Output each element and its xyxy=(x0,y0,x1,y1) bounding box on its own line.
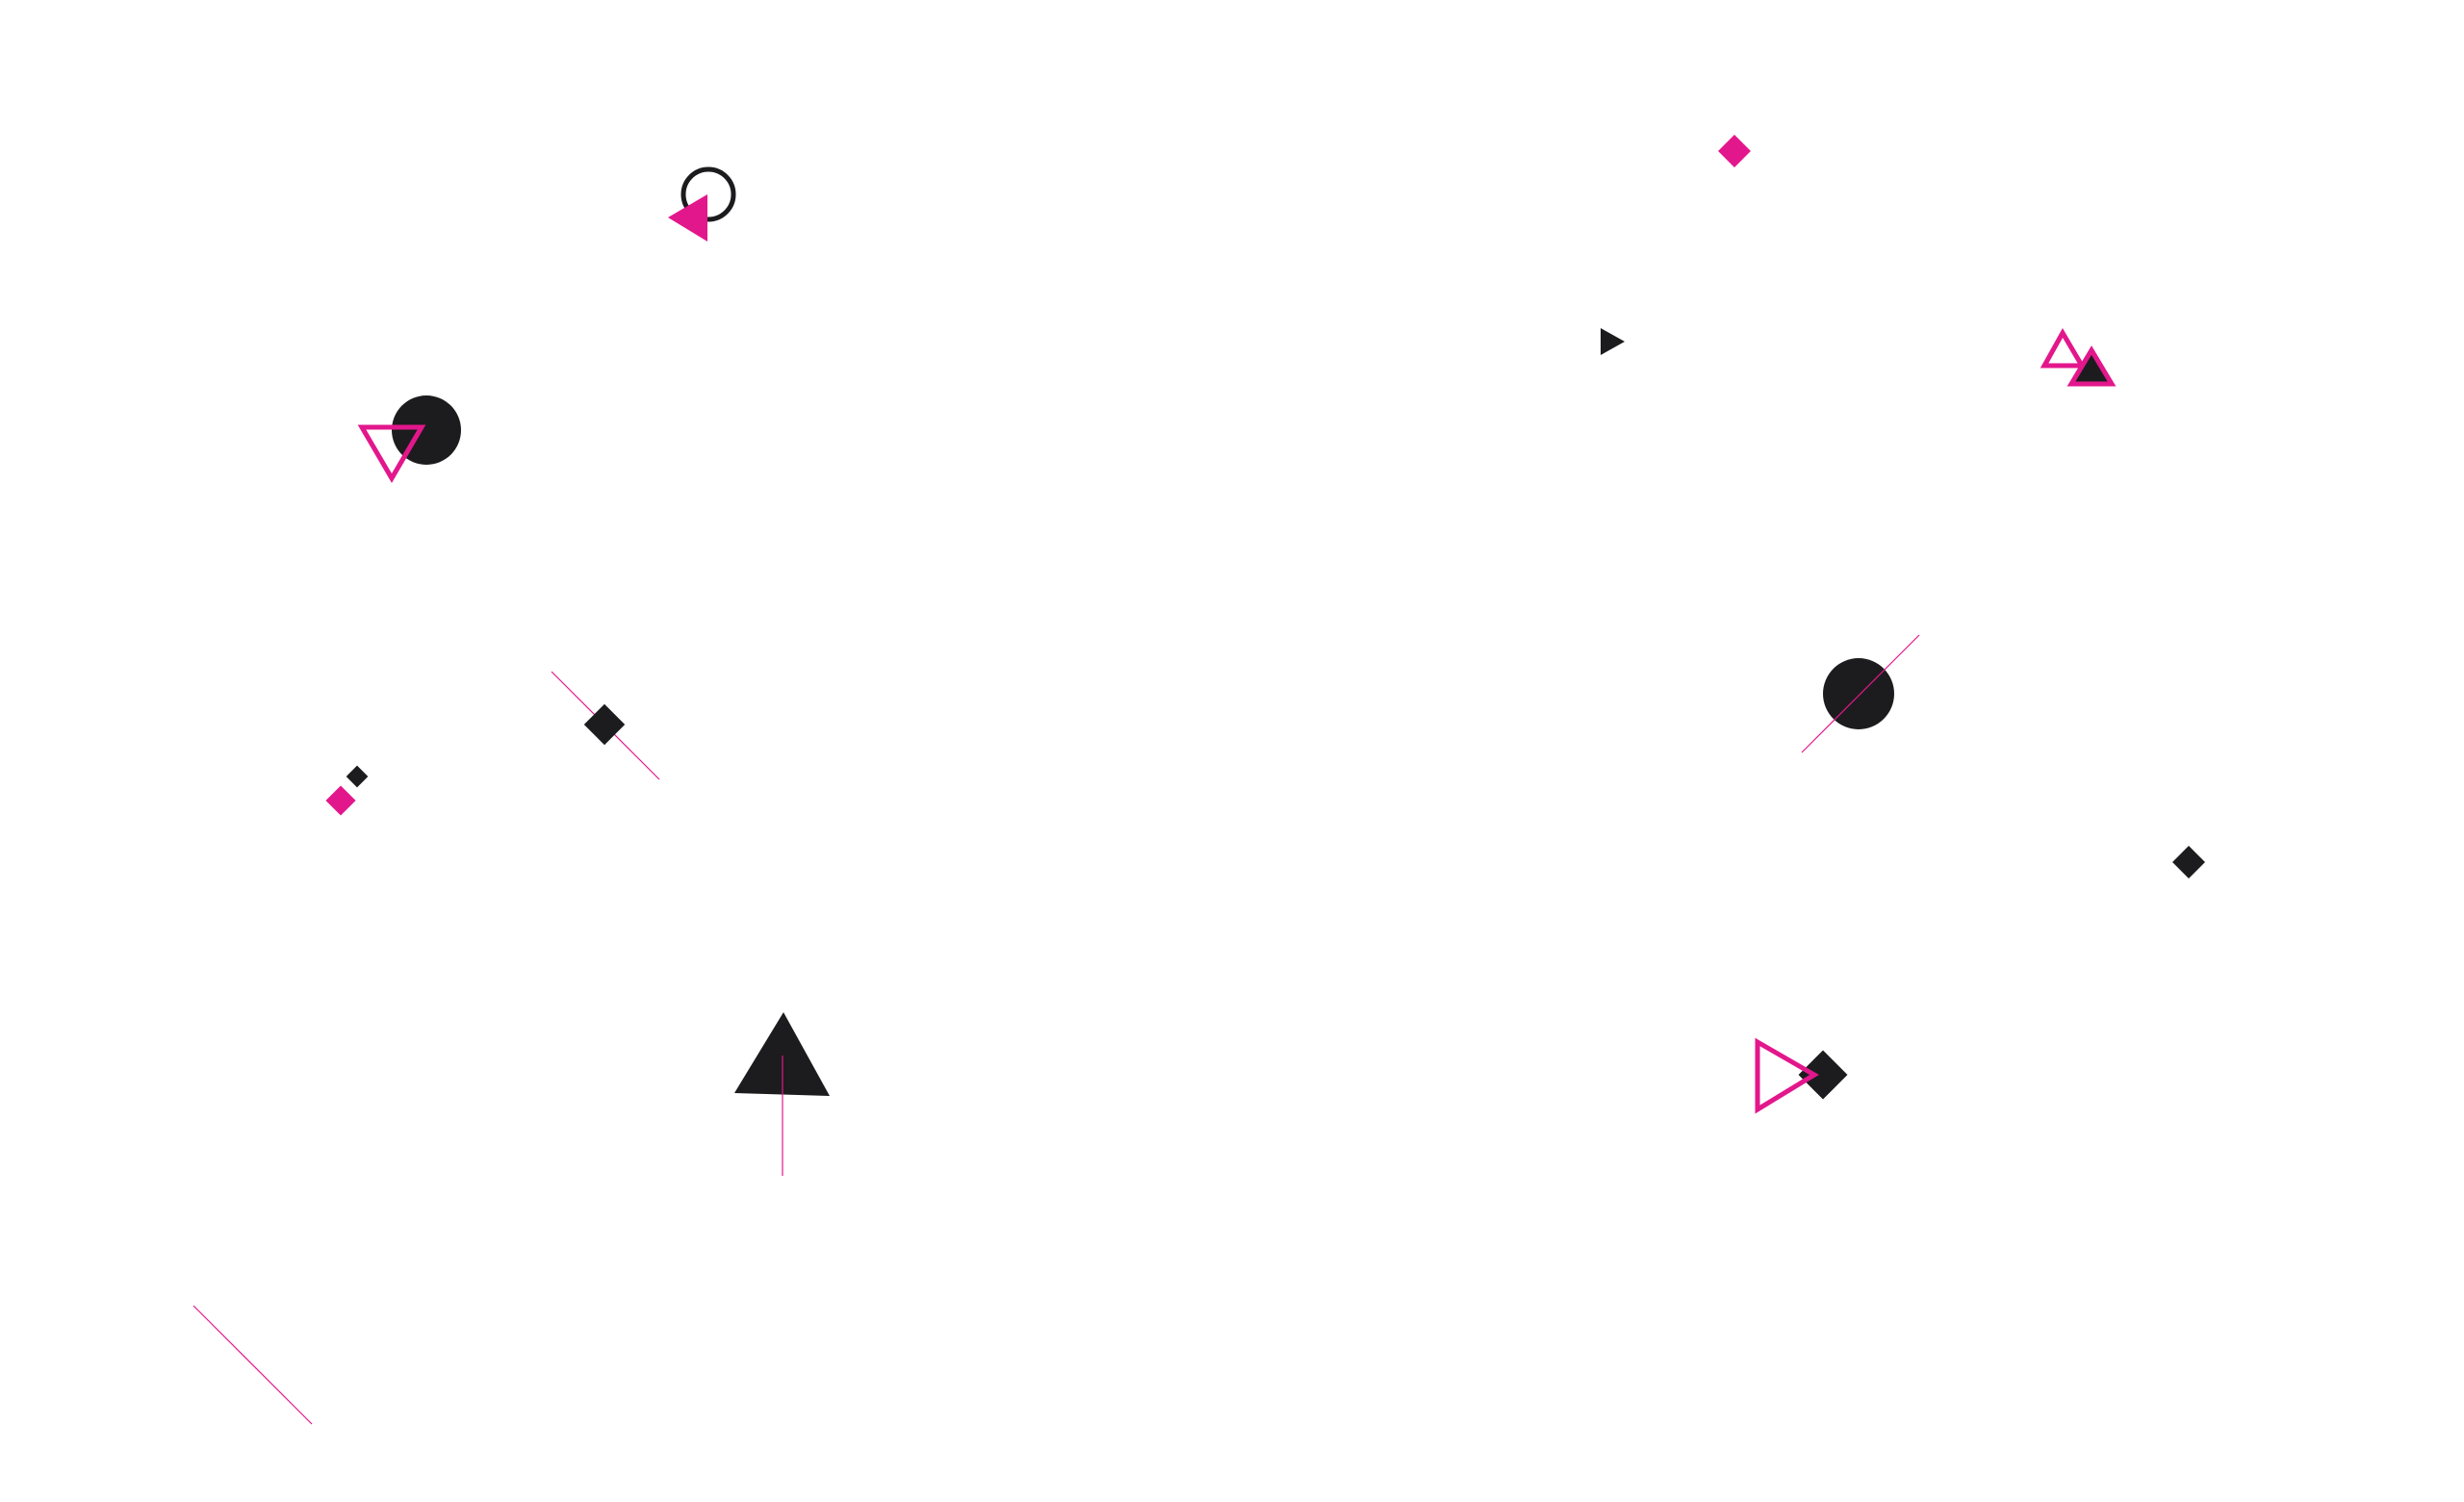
tall-triangle-group xyxy=(734,1012,830,1176)
diamond-on-line-group xyxy=(551,671,660,780)
outlined-circle xyxy=(680,166,736,222)
pink-outline-right-triangle xyxy=(1755,1037,1819,1114)
dark-triangle-pink-border xyxy=(2066,345,2117,387)
pink-outline-down-triangle xyxy=(357,424,426,483)
small-pink-diamond xyxy=(325,785,356,816)
dark-circle-right xyxy=(1823,658,1894,729)
pink-outline-small-triangle xyxy=(2040,327,2087,369)
dark-circle-left xyxy=(392,395,461,465)
large-dark-up-triangle xyxy=(734,1012,830,1096)
pink-left-triangle xyxy=(668,194,707,242)
thin-pink-line-2 xyxy=(1801,634,1920,753)
dark-diamond-bottom-right xyxy=(1798,1050,1848,1100)
thin-pink-line-bottom-left xyxy=(192,1305,313,1425)
dark-diamond-right xyxy=(2172,846,2205,878)
twin-triangles-group xyxy=(2040,327,2117,387)
circle-with-pointer-group xyxy=(668,166,736,242)
small-diamond-pair xyxy=(325,765,369,816)
circle-on-line-group xyxy=(1801,634,1920,753)
small-dark-diamond xyxy=(346,765,369,788)
circle-with-triangle-group xyxy=(357,395,461,483)
diamond-with-triangle-group xyxy=(1755,1037,1848,1114)
small-dark-right-triangle xyxy=(1601,328,1625,355)
pink-diamond-top-right xyxy=(1718,135,1751,167)
